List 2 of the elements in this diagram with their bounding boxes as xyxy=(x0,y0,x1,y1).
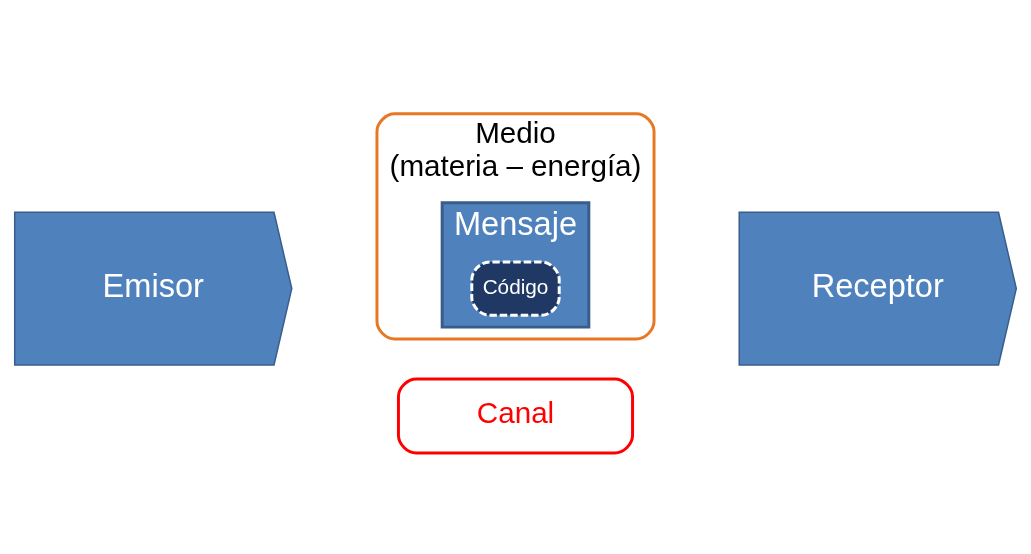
node-box: Código xyxy=(470,259,561,317)
node-box: Canal xyxy=(396,377,635,455)
